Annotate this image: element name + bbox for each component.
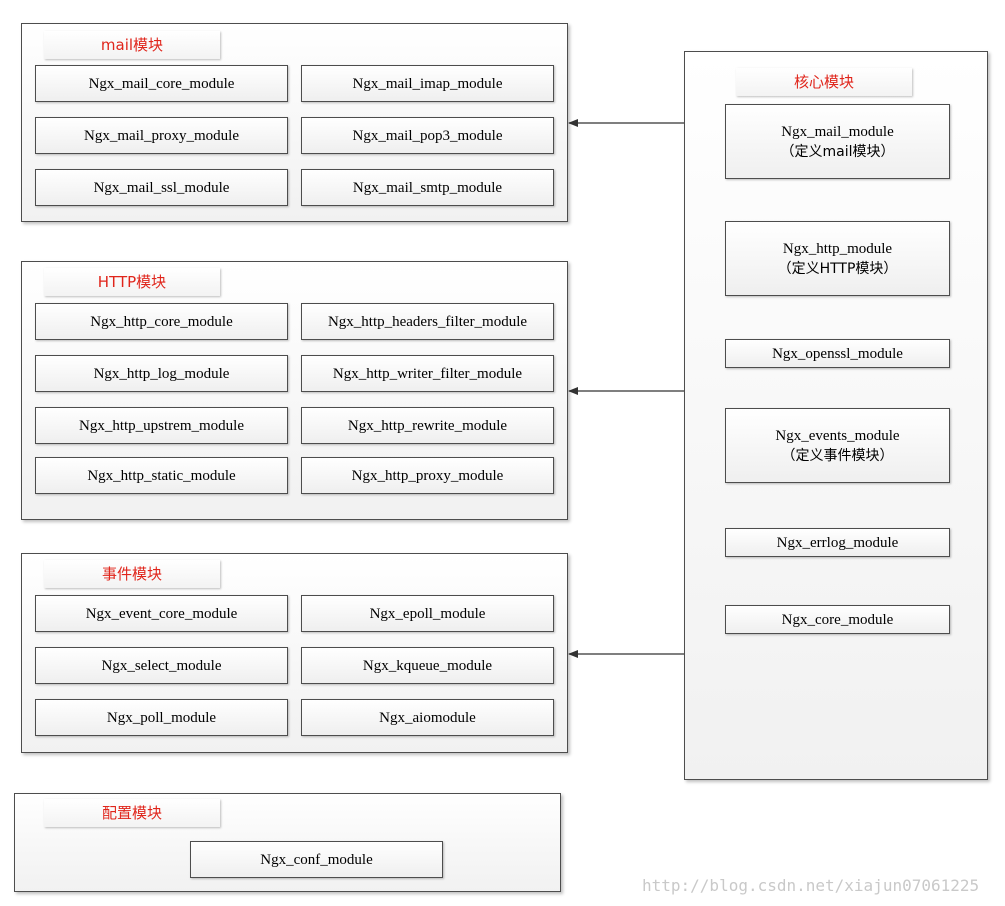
module-label: Ngx_mail_smtp_module (352, 179, 503, 196)
module-box: Ngx_mail_imap_module (301, 65, 554, 102)
module-box: Ngx_kqueue_module (301, 647, 554, 684)
module-label: Ngx_http_module (782, 240, 893, 257)
module-label: Ngx_errlog_module (776, 534, 899, 551)
module-label: Ngx_http_writer_filter_module (332, 365, 523, 382)
core-module-box: Ngx_events_module （定义事件模块） (725, 408, 950, 483)
module-note: （定义mail模块） (780, 143, 895, 160)
core-module-box: Ngx_errlog_module (725, 528, 950, 557)
module-box: Ngx_http_core_module (35, 303, 288, 340)
core-group-title: 核心模块 (736, 68, 912, 96)
module-box: Ngx_event_core_module (35, 595, 288, 632)
module-box: Ngx_http_writer_filter_module (301, 355, 554, 392)
module-box: Ngx_http_log_module (35, 355, 288, 392)
module-box: Ngx_http_static_module (35, 457, 288, 494)
module-box: Ngx_mail_pop3_module (301, 117, 554, 154)
module-label: Ngx_epoll_module (369, 605, 486, 622)
core-module-box: Ngx_core_module (725, 605, 950, 634)
module-label: Ngx_mail_module (781, 123, 894, 140)
module-label: Ngx_openssl_module (772, 345, 903, 362)
module-label: Ngx_mail_core_module (88, 75, 235, 92)
module-label: Ngx_http_rewrite_module (347, 417, 508, 434)
module-box: Ngx_http_rewrite_module (301, 407, 554, 444)
module-box: Ngx_poll_module (35, 699, 288, 736)
module-label: Ngx_http_log_module (93, 365, 230, 382)
module-label: Ngx_http_proxy_module (351, 467, 504, 484)
module-label: Ngx_http_core_module (90, 313, 233, 330)
module-box: Ngx_mail_core_module (35, 65, 288, 102)
module-box: Ngx_mail_smtp_module (301, 169, 554, 206)
module-label: Ngx_events_module (775, 427, 900, 444)
http-group-title: HTTP模块 (44, 268, 220, 296)
module-label: Ngx_select_module (101, 657, 222, 674)
conf-module-group: 配置模块 Ngx_conf_module (14, 793, 561, 892)
core-module-box: Ngx_http_module （定义HTTP模块） (725, 221, 950, 296)
module-box: Ngx_select_module (35, 647, 288, 684)
mail-group-title: mail模块 (44, 31, 220, 59)
module-box: Ngx_mail_proxy_module (35, 117, 288, 154)
module-label: Ngx_event_core_module (85, 605, 238, 622)
core-module-group: 核心模块 Ngx_mail_module （定义mail模块） Ngx_http… (684, 51, 988, 780)
module-label: Ngx_mail_proxy_module (84, 127, 239, 144)
module-label: Ngx_kqueue_module (362, 657, 493, 674)
module-label: Ngx_http_upstrem_module (79, 417, 244, 434)
mail-module-group: mail模块 Ngx_mail_core_module Ngx_mail_ima… (21, 23, 568, 222)
module-box: Ngx_mail_ssl_module (35, 169, 288, 206)
module-box: Ngx_epoll_module (301, 595, 554, 632)
module-label: Ngx_poll_module (106, 709, 217, 726)
module-box: Ngx_http_headers_filter_module (301, 303, 554, 340)
event-module-group: 事件模块 Ngx_event_core_module Ngx_epoll_mod… (21, 553, 568, 753)
module-label: Ngx_http_static_module (87, 467, 236, 484)
module-label: Ngx_mail_imap_module (352, 75, 503, 92)
module-label: Ngx_http_headers_filter_module (327, 313, 528, 330)
module-label: Ngx_mail_pop3_module (352, 127, 503, 144)
event-group-title: 事件模块 (44, 560, 220, 588)
module-label: Ngx_mail_ssl_module (93, 179, 230, 196)
conf-group-title: 配置模块 (44, 799, 220, 827)
module-label: Ngx_core_module (781, 611, 894, 628)
http-module-group: HTTP模块 Ngx_http_core_module Ngx_http_hea… (21, 261, 568, 520)
module-note: （定义事件模块） (781, 447, 894, 464)
module-label: Ngx_aiomodule (379, 709, 476, 726)
module-box: Ngx_conf_module (190, 841, 443, 878)
watermark-url: http://blog.csdn.net/xiajun07061225 (642, 876, 980, 895)
module-note: （定义HTTP模块） (777, 260, 898, 277)
module-box: Ngx_http_upstrem_module (35, 407, 288, 444)
core-module-box: Ngx_mail_module （定义mail模块） (725, 104, 950, 179)
module-label: Ngx_conf_module (260, 851, 373, 868)
module-box: Ngx_http_proxy_module (301, 457, 554, 494)
core-module-box: Ngx_openssl_module (725, 339, 950, 368)
module-box: Ngx_aiomodule (301, 699, 554, 736)
